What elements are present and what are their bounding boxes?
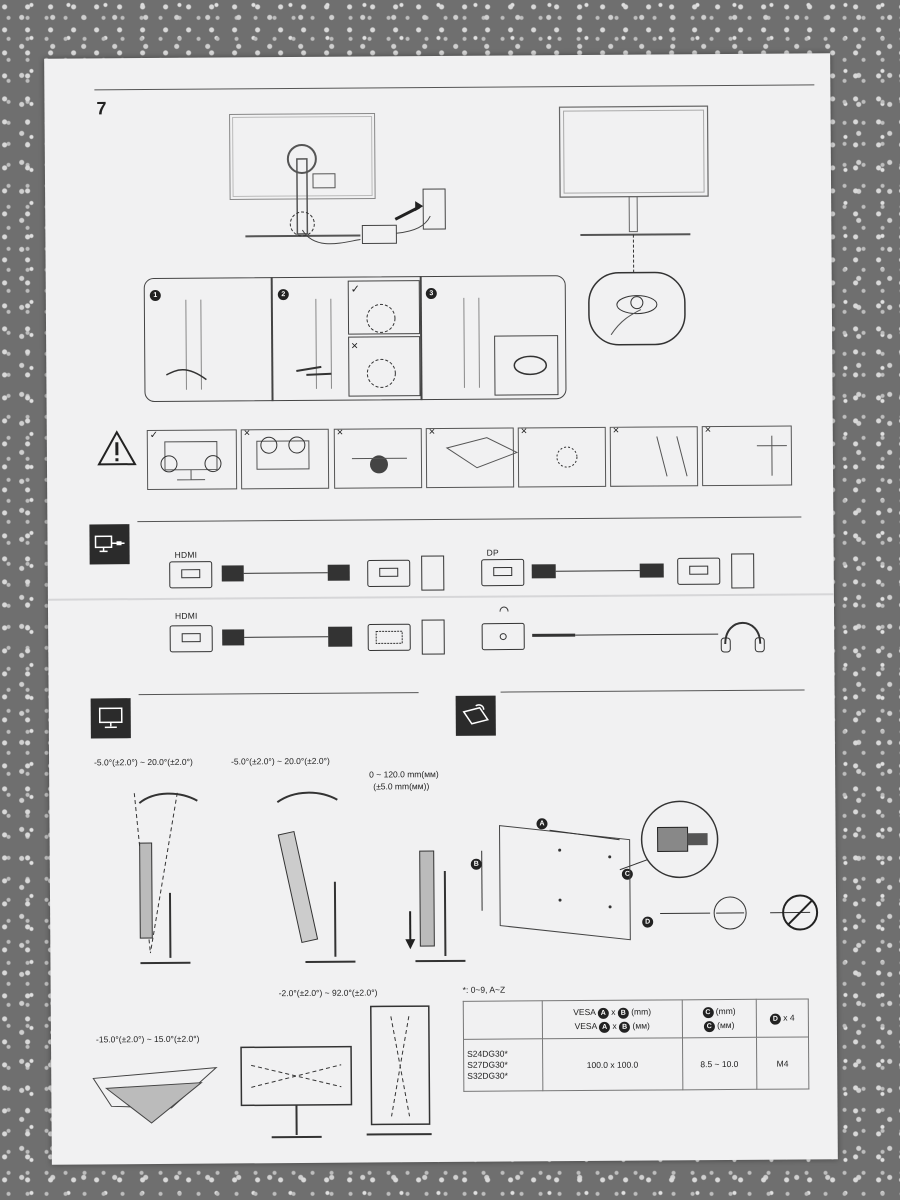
tilt-height-illustrations xyxy=(119,771,450,963)
vesa-value-cell: 100.0 x 100.0 xyxy=(542,1037,683,1091)
table-header-empty xyxy=(463,1000,543,1040)
wallmount-rule xyxy=(500,689,805,693)
d-header-cell: D x 4 xyxy=(755,998,809,1038)
cable-steps-illustration xyxy=(146,277,567,400)
table-header-row: VESA A x B (mm) VESA A x B (мм) C (mm) C… xyxy=(463,998,809,1040)
top-rule xyxy=(94,84,815,91)
connection-rule xyxy=(137,516,802,523)
d-value-cell: M4 xyxy=(756,1036,809,1090)
monitor-icon xyxy=(99,707,123,729)
monitor-cable-icon xyxy=(94,534,126,554)
monitor-back-cable-illustration xyxy=(225,111,466,263)
adjustment-rule xyxy=(138,692,419,696)
connection-section-icon xyxy=(89,524,130,565)
warning-icon xyxy=(97,430,137,466)
tilt-range-left: -5.0°(±2.0°) ~ 20.0°(±2.0°) xyxy=(94,756,193,768)
handling-warning-illustrations xyxy=(147,426,792,489)
swivel-pivot-illustrations xyxy=(91,1046,432,1148)
c-value-cell: 8.5 ~ 10.0 xyxy=(682,1037,757,1090)
vesa-spec-table: VESA A x B (mm) VESA A x B (мм) C (mm) C… xyxy=(463,998,810,1092)
table-row: S24DG30* S27DG30* S32DG30* 100.0 x 100.0… xyxy=(463,1036,809,1092)
page-number: 7 xyxy=(96,98,107,119)
connection-diagrams xyxy=(170,554,771,668)
tilt-range-middle: -5.0°(±2.0°) ~ 20.0°(±2.0°) xyxy=(231,755,330,767)
wall-mount-icon xyxy=(462,704,490,728)
vesa-header-cell: VESA A x B (mm) VESA A x B (мм) xyxy=(542,999,683,1039)
swivel-range: -15.0°(±2.0°) ~ 15.0°(±2.0°) xyxy=(95,1033,200,1045)
vesa-mount-illustration xyxy=(479,809,800,951)
adjustment-section-icon xyxy=(90,698,131,739)
c-header-cell: C (mm) C (мм) xyxy=(681,999,757,1038)
vesa-note: *: 0~9, A~Z xyxy=(462,984,506,995)
wallmount-section-icon xyxy=(455,695,496,736)
pivot-range: -2.0°(±2.0°) ~ 92.0°(±2.0°) xyxy=(278,987,378,999)
monitor-front-joystick-illustration xyxy=(549,104,731,360)
model-list-cell: S24DG30* S27DG30* S32DG30* xyxy=(463,1038,543,1092)
instruction-sheet: 7 1 2 3 ✓ × xyxy=(44,53,838,1165)
